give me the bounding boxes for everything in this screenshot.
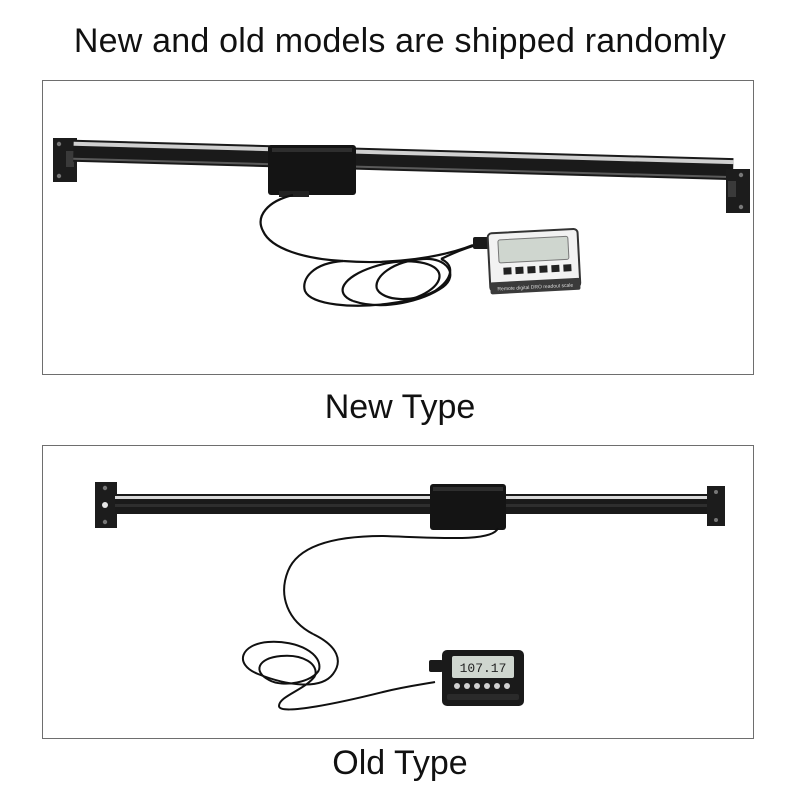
cable [241,527,499,711]
left-end-bracket [95,482,117,528]
new-type-product-panel: Remote digital DRO readout scale [42,80,754,375]
scale-bar [115,494,709,514]
old-type-caption: Old Type [332,744,468,782]
digital-readout-unit: 107.17 [442,650,524,706]
headline: New and old models are shipped randomly [73,22,727,60]
right-end-bracket [726,169,750,213]
right-end-bracket [707,486,725,526]
new-type-caption: New Type [324,388,476,426]
readout-brand-label: Remote digital DRO readout scale [497,283,573,293]
cable [259,193,484,307]
old-type-scale-illustration: 107.17 [95,482,725,711]
lcd-display-value: 107.17 [460,661,507,676]
scale-bar [73,139,734,181]
digital-readout-unit: Remote digital DRO readout scale [486,227,582,295]
cable-connector [473,237,489,249]
lcd-screen [452,656,514,678]
left-end-bracket [53,138,77,182]
reading-head [430,484,506,530]
reading-head [268,145,356,197]
old-type-product-panel: 107.17 [42,445,754,739]
new-type-scale-illustration: Remote digital DRO readout scale [53,138,750,307]
cable-connector [429,660,443,672]
lcd-screen [497,235,570,264]
